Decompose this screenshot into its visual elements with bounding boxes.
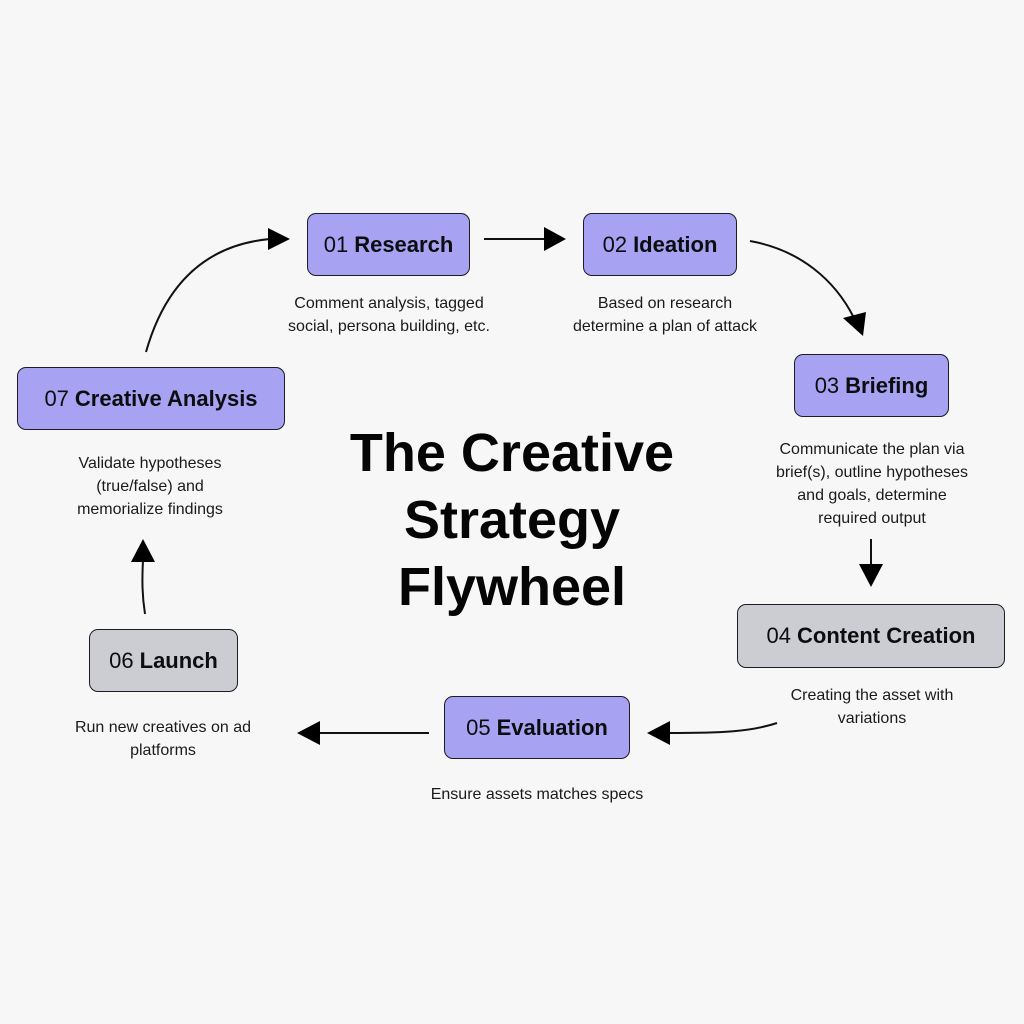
- arrowhead: [544, 227, 566, 251]
- step-number: 02: [602, 231, 628, 257]
- arrow-01-to-02: [484, 227, 566, 251]
- arrow-04-to-05: [647, 721, 778, 745]
- arrow-07-to-01: [145, 228, 290, 353]
- arrow-02-to-03: [749, 240, 866, 336]
- step-number: 01: [323, 231, 349, 257]
- step-04-content-creation: 04 Content Creation: [737, 604, 1005, 668]
- step-04-description: Creating the asset with variations: [790, 687, 954, 727]
- arrow-03-to-04: [859, 539, 883, 587]
- arrowhead: [647, 721, 670, 745]
- step-02-ideation: 02 Ideation: [583, 213, 737, 276]
- step-name: Briefing: [845, 372, 929, 398]
- step-06-description: Run new creatives on ad platforms: [74, 719, 252, 759]
- diagram-title: The Creative Strategy Flywheel: [349, 423, 675, 617]
- arrowhead: [131, 539, 155, 562]
- arrowhead: [859, 564, 883, 587]
- step-06-launch: 06 Launch: [89, 629, 238, 692]
- step-03-briefing: 03 Briefing: [794, 354, 949, 417]
- arrowhead: [843, 312, 866, 336]
- arrow-05-to-06: [297, 721, 429, 745]
- arrowhead: [268, 228, 290, 250]
- step-07-creative-analysis: 07 Creative Analysis: [17, 367, 285, 430]
- step-number: 06: [109, 647, 134, 673]
- step-name: Launch: [139, 647, 218, 673]
- step-name: Evaluation: [496, 714, 608, 740]
- step-03-description: Communicate the plan via brief(s), outli…: [775, 441, 969, 527]
- step-name: Creative Analysis: [74, 385, 258, 411]
- step-name: Ideation: [633, 231, 718, 257]
- step-07-description: Validate hypotheses (true/false) and mem…: [77, 455, 223, 518]
- arrow-06-to-07: [131, 539, 155, 615]
- step-number: 07: [44, 385, 69, 411]
- step-name: Research: [354, 231, 454, 257]
- step-01-research: 01 Research: [307, 213, 470, 276]
- step-05-description: Ensure assets matches specs: [430, 786, 644, 803]
- step-02-description: Based on research determine a plan of at…: [572, 295, 758, 335]
- step-05-evaluation: 05 Evaluation: [444, 696, 630, 759]
- step-number: 04: [766, 623, 792, 648]
- step-number: 03: [814, 372, 840, 398]
- step-name: Content Creation: [797, 623, 976, 648]
- step-number: 05: [466, 714, 491, 740]
- arrowhead: [297, 721, 320, 745]
- step-01-description: Comment analysis, tagged social, persona…: [288, 295, 490, 335]
